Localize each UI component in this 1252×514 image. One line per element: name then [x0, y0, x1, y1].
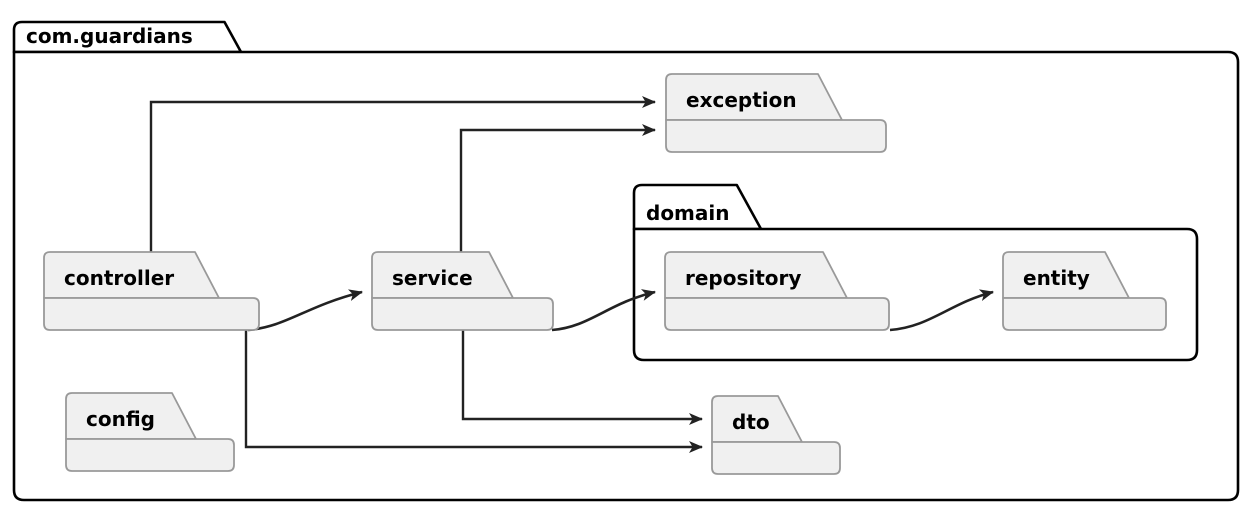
node-body-repository: [664, 297, 890, 331]
node-body-dto: [711, 441, 841, 475]
node-label-dto: dto: [732, 410, 770, 434]
package-title-domain: domain: [646, 201, 730, 225]
node-label-controller: controller: [64, 266, 174, 290]
node-body-config: [65, 438, 235, 472]
node-label-exception: exception: [686, 88, 797, 112]
node-label-entity: entity: [1023, 266, 1090, 290]
package-node-controller[interactable]: [43, 251, 260, 331]
edge-controller-to-service[interactable]: [247, 289, 363, 332]
node-label-service: service: [392, 266, 473, 290]
node-label-config: config: [86, 407, 155, 431]
package-node-service[interactable]: [371, 251, 554, 331]
package-body-com-guardians: [12, 50, 1240, 502]
edge-service-to-exception[interactable]: [459, 124, 656, 252]
package-node-entity[interactable]: [1002, 251, 1167, 331]
edge-service-to-dto[interactable]: [461, 330, 703, 425]
node-body-service: [371, 297, 554, 331]
node-label-repository: repository: [685, 266, 801, 290]
edge-controller-to-dto[interactable]: [244, 330, 703, 453]
node-body-exception: [665, 119, 887, 153]
edge-service-to-repository[interactable]: [551, 289, 656, 332]
nodes-layer: [43, 73, 1167, 475]
node-body-entity: [1002, 297, 1167, 331]
package-node-dto[interactable]: [711, 395, 841, 475]
edges-layer: [149, 96, 994, 453]
package-container-com-guardians[interactable]: [12, 20, 1240, 502]
edge-repository-to-entity[interactable]: [889, 289, 994, 332]
package-node-exception[interactable]: [665, 73, 887, 153]
package-node-repository[interactable]: [664, 251, 890, 331]
package-title-com-guardians: com.guardians: [26, 24, 193, 48]
package-node-config[interactable]: [65, 392, 235, 472]
labels-layer: com.guardians domain exception controller se…: [26, 24, 1090, 434]
node-body-controller: [43, 297, 260, 331]
edge-controller-to-exception[interactable]: [149, 96, 656, 252]
